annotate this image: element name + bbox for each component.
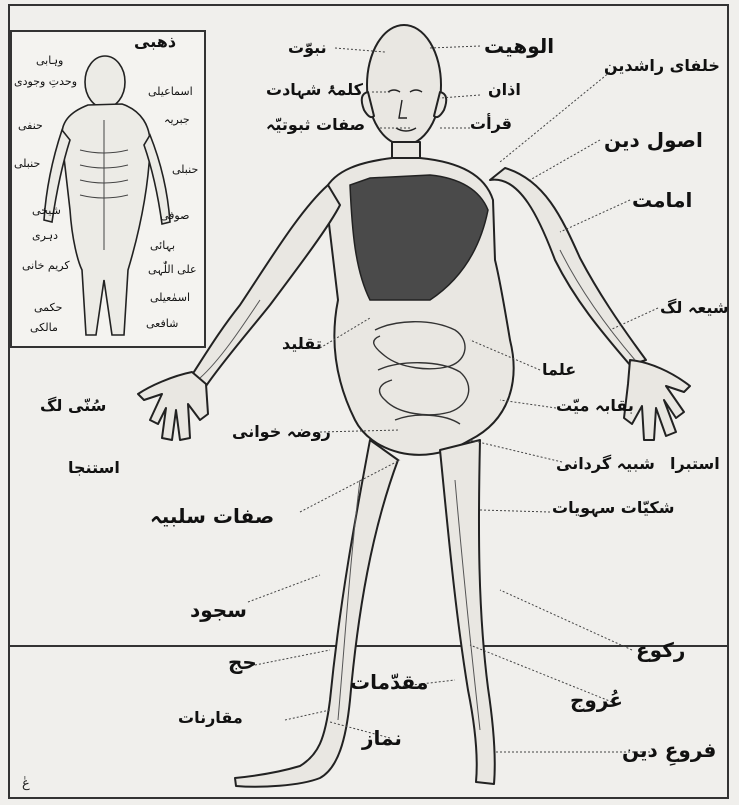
label-shabih-gardani: شبیہ گردانی xyxy=(556,456,655,472)
inset-label-junbali: حنبلی xyxy=(14,158,40,169)
inset-label-ismaeli: اسمٰعیلی xyxy=(150,292,190,303)
label-baqa-mayyit: بقابہ میّت xyxy=(556,398,634,414)
label-ulama: علما xyxy=(542,362,576,378)
label-istinja: استنجا xyxy=(68,460,120,476)
inset-label-hakami: حکمی xyxy=(34,302,62,313)
figure-arm-left xyxy=(190,185,340,386)
label-usul-e-din: اصول دین xyxy=(604,130,703,150)
label-muqaddamat: مقدّمات xyxy=(350,672,428,692)
label-khulafa-rashidin: خلفای راشدین xyxy=(604,58,720,74)
label-uruj: عُروج xyxy=(570,690,623,710)
label-istibra: استبرا xyxy=(670,456,720,472)
figure-head xyxy=(367,25,441,145)
inset-label-maliki: مالکی xyxy=(30,322,58,333)
label-azan: اذان xyxy=(488,82,521,98)
label-nubuwwat: نبوّت xyxy=(288,40,327,56)
label-taqlid: تقلید xyxy=(282,336,322,352)
label-sunni: سُنّی لگ xyxy=(40,398,106,414)
inset-label-sufi: صوفی xyxy=(160,210,189,221)
label-qirat: قرأت xyxy=(470,116,512,132)
inset-label-karimkhani: کریم خانی xyxy=(22,260,70,271)
figure-hand-left xyxy=(138,372,208,440)
label-furu-e-din: فروعِ دین xyxy=(622,740,716,760)
label-imamat: امامت xyxy=(632,190,692,210)
label-sujud: سجود xyxy=(190,600,247,620)
label-sifat-salbiyya: صفات سلبیہ xyxy=(150,506,274,526)
label-ruku: رکوع xyxy=(636,640,685,660)
inset-label-dahri: دہری xyxy=(32,230,58,241)
inset-label-bahai: بہائی xyxy=(150,240,175,251)
label-hajj: حج xyxy=(228,652,257,672)
inset-label-ismaili: اسماعیلی xyxy=(148,86,193,97)
label-rauza-khwani: روضہ خوانی xyxy=(232,424,331,440)
figure-arm-right xyxy=(490,168,646,365)
inset-label-wahhabi: وہابی xyxy=(36,55,63,66)
inset-label-hanafi: حنفی xyxy=(18,120,43,131)
label-muqarinat: مقارنات xyxy=(178,710,243,726)
inset-label-sheikhi: شیخی xyxy=(32,205,61,216)
label-namaz: نماز xyxy=(362,728,402,748)
label-uluhiyyat: الوھیت xyxy=(484,36,554,56)
artist-signature: عٰ xyxy=(22,776,30,791)
figure-hand-right xyxy=(624,360,690,440)
inset-label-hanbali: حنبلی xyxy=(172,164,198,175)
label-shakiyat-sahwiyat: شکیّات سہویات xyxy=(552,500,674,516)
inset-label-jabariya: جبریہ xyxy=(164,114,190,125)
label-sifat-subutiyya: صفات ثبوتیّہ xyxy=(266,117,365,133)
inset-label-shafai: شافعی xyxy=(146,318,178,329)
inset-label-zahabi: ذھبی xyxy=(134,34,176,50)
inset-label-aliullahi: علی اللّٰہی xyxy=(148,264,197,275)
label-kalima-shahadat: کلمۂ شہادت xyxy=(266,82,363,98)
label-shia: شیعہ لگ xyxy=(660,300,729,316)
inset-label-wahdat-wujudi: وحدتِ وجودی xyxy=(14,76,77,87)
